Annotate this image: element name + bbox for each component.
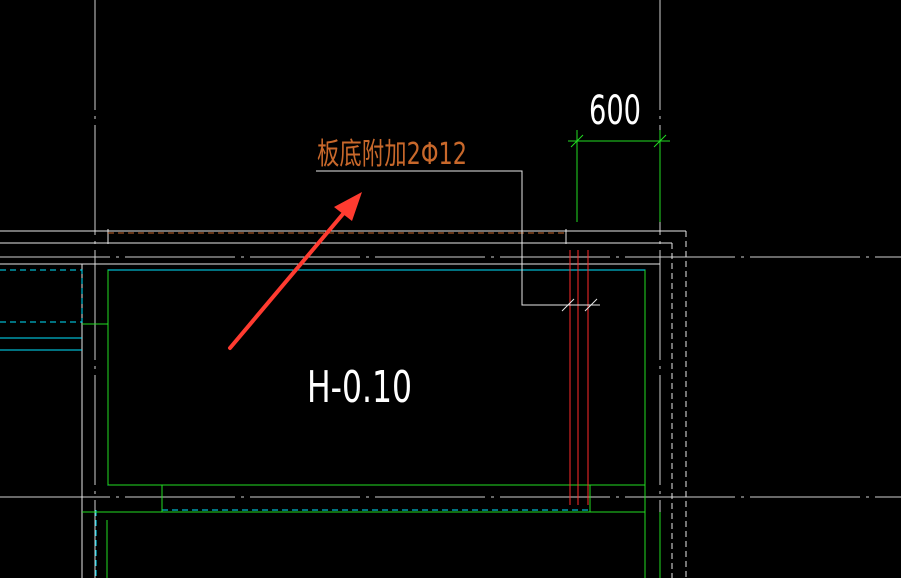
slab-left-dashed bbox=[0, 269, 83, 323]
dim-tick-right bbox=[653, 134, 667, 148]
dimension-label: 600 bbox=[589, 88, 641, 134]
rebar-note-leader bbox=[316, 170, 600, 312]
annotation-arrow-shaft bbox=[228, 206, 350, 350]
level-label: H-0.10 bbox=[307, 362, 412, 413]
dim-tick-left bbox=[570, 134, 584, 148]
leader-tick-2 bbox=[584, 298, 598, 312]
rebar-note: 板底附加2Φ12 bbox=[317, 137, 467, 172]
leader-line bbox=[316, 170, 600, 306]
dimension-600 bbox=[568, 130, 670, 222]
leader-tick-1 bbox=[561, 298, 575, 312]
beam-lines bbox=[82, 270, 661, 578]
wall-outlines bbox=[0, 229, 687, 578]
annotation-arrow bbox=[228, 192, 362, 350]
annotation-arrow-head bbox=[334, 192, 362, 221]
rebar-lines bbox=[569, 250, 589, 505]
